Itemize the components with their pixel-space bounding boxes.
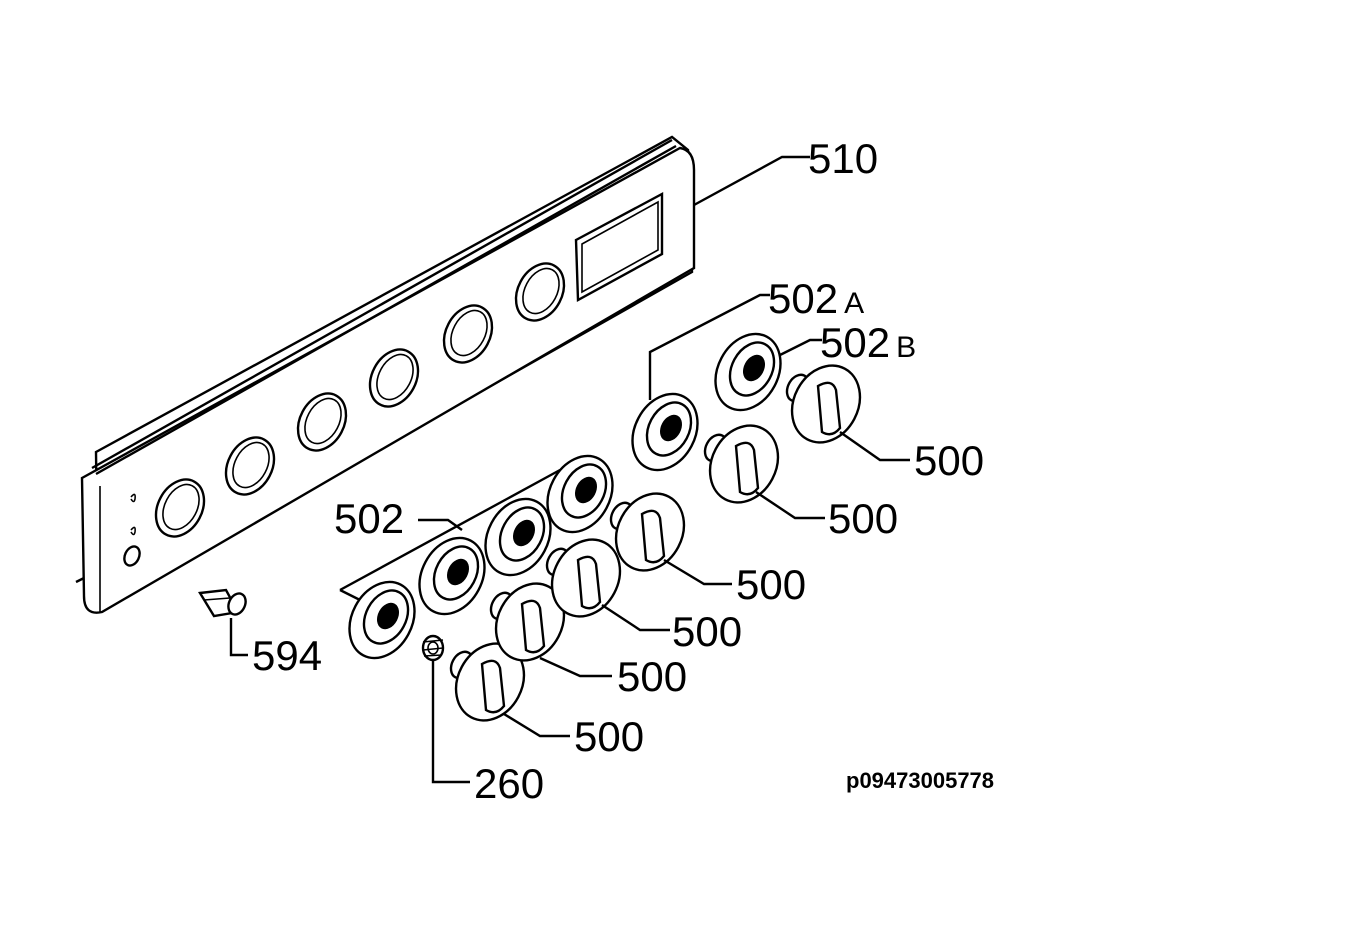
label-500: 500 [672, 608, 743, 655]
label-510: 510 [808, 135, 879, 182]
bezel-ring-502a [631, 392, 699, 472]
label-502a-suffix: A [844, 287, 865, 320]
label-594: 594 [252, 632, 323, 679]
knob [785, 364, 862, 444]
label-500: 500 [828, 495, 899, 542]
knob [489, 582, 566, 662]
label-502b-suffix: B [896, 331, 917, 364]
label-502a-number: 502 [768, 275, 839, 322]
label-500: 500 [736, 561, 807, 608]
bezel-ring-502b [714, 332, 782, 412]
label-500: 500 [617, 653, 688, 700]
drawing-code: p09473005778 [846, 768, 995, 793]
spring-260 [421, 634, 445, 662]
knob [703, 424, 780, 504]
panel-knob-holes [154, 262, 566, 538]
indicator-lamp-594 [198, 588, 247, 618]
knob [609, 492, 686, 572]
label-502b-number: 502 [820, 319, 891, 366]
bezel-rings-502 [339, 454, 614, 660]
label-502: 502 [334, 495, 405, 542]
control-knobs-500 [449, 364, 862, 722]
label-500: 500 [574, 713, 645, 760]
label-500: 500 [914, 437, 985, 484]
label-260: 260 [474, 760, 545, 807]
control-panel-510 [75, 135, 696, 614]
leader-lines [229, 155, 910, 784]
knob [545, 538, 622, 618]
